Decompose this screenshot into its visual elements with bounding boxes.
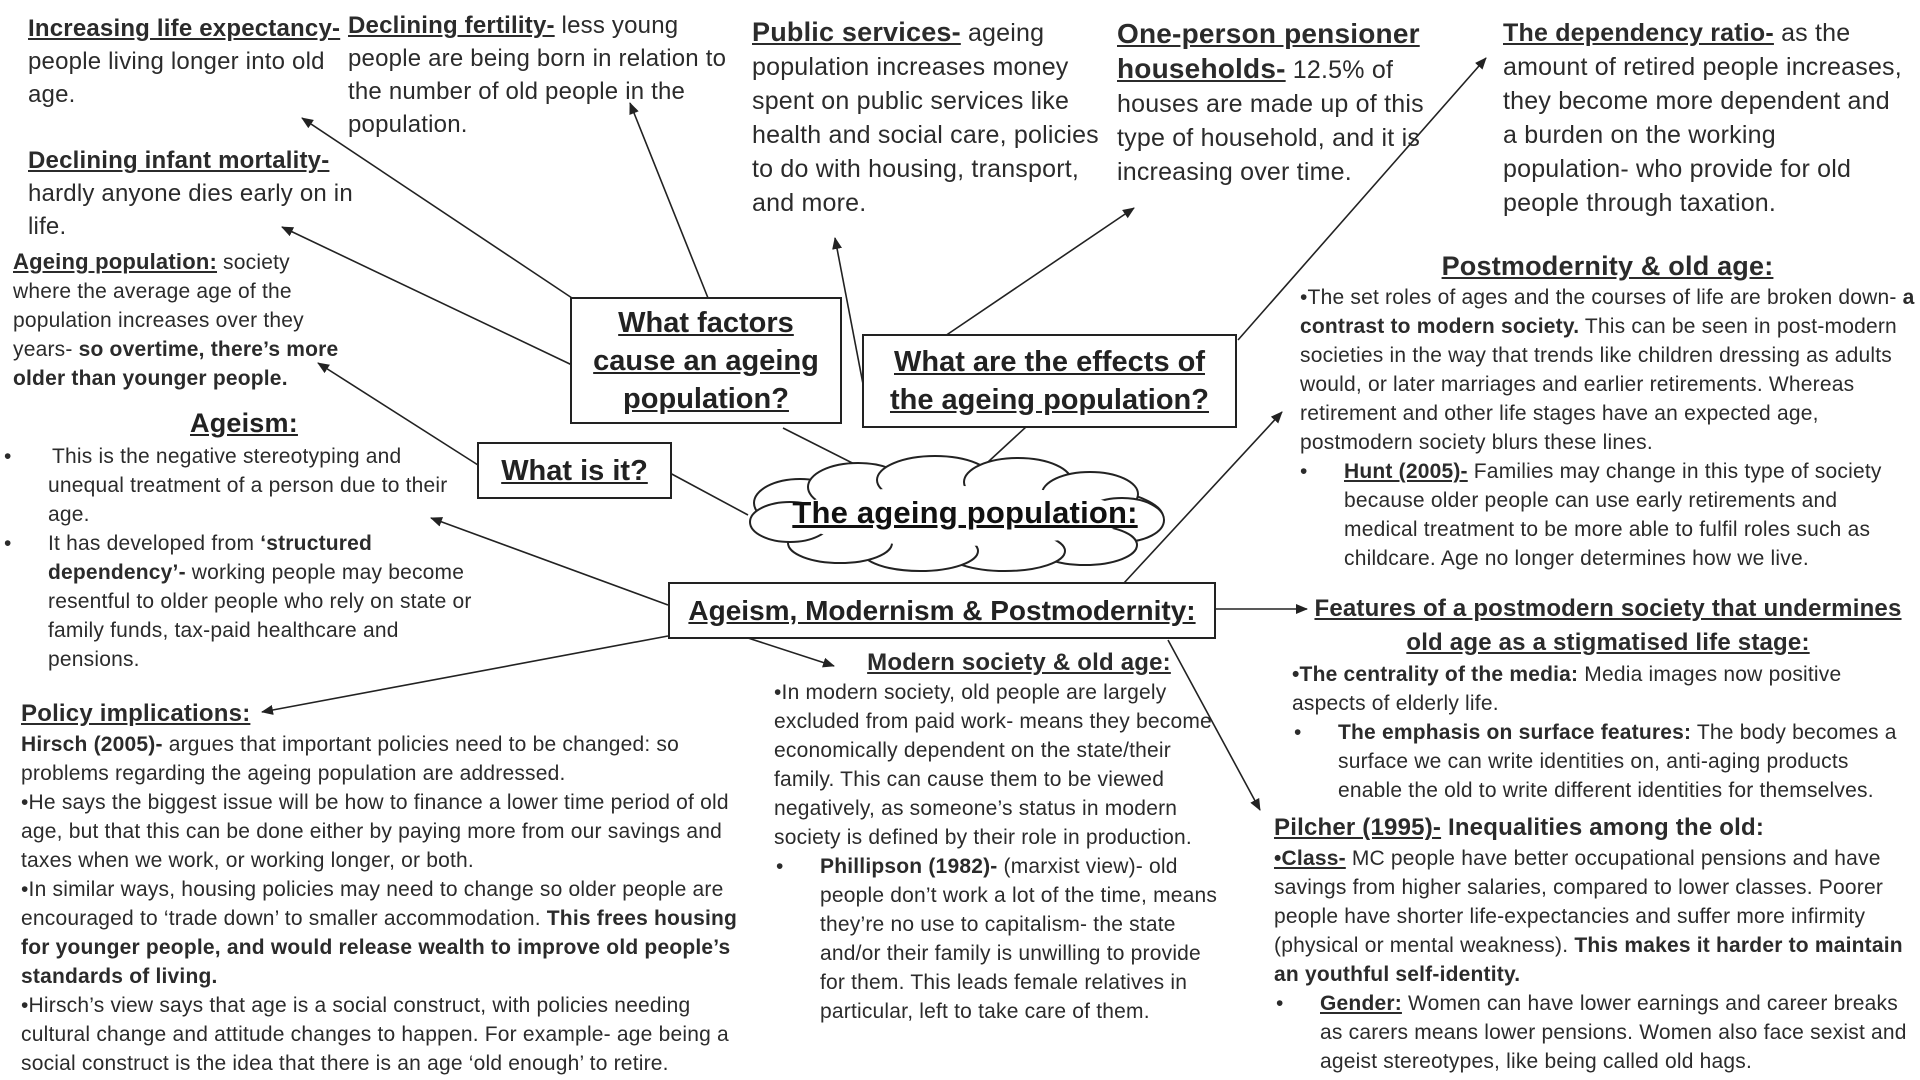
pilcher-class: •Class- MC people have better occupation… bbox=[1274, 844, 1914, 989]
factors-box: What factors cause an ageing population? bbox=[570, 297, 842, 424]
phillipson-name: Phillipson (1982)- bbox=[820, 855, 998, 878]
pilcher-class-bold: This makes it harder to maintain an yout… bbox=[1274, 934, 1903, 986]
phillipson-item: Phillipson (1982)- (marxist view)- old p… bbox=[776, 852, 1224, 1026]
ageing-population-text: society where the average age of the pop… bbox=[13, 251, 304, 361]
fertility-text: less young people are being born in rela… bbox=[348, 12, 727, 138]
modern-p1: •In modern society, old people are large… bbox=[774, 681, 1212, 849]
pilcher-class-text: MC people have better occupational pensi… bbox=[1274, 847, 1884, 957]
ageism-item-1-text: This is the negative stereotyping and un… bbox=[48, 445, 448, 526]
pensioner-households-heading: One-person pensioner households- bbox=[1117, 18, 1420, 84]
arrow-to-modern bbox=[747, 637, 835, 668]
ageing-population-bold: so overtime, there’s more older than you… bbox=[13, 338, 339, 390]
arrow-to-policy bbox=[261, 635, 669, 715]
postmodern-title: Postmodernity & old age: bbox=[1441, 251, 1774, 281]
arrow-to-public-services bbox=[832, 237, 864, 385]
hirsch-text: argues that important policies need to b… bbox=[21, 733, 679, 785]
postmodern-p1: •The set roles of ages and the courses o… bbox=[1300, 283, 1915, 457]
infant-mortality-block: Declining infant mortality- hardly anyon… bbox=[28, 144, 358, 243]
public-services-heading: Public services- bbox=[752, 17, 961, 47]
infant-mortality-heading: Declining infant mortality- bbox=[28, 147, 330, 174]
ageing-population-block: Ageing population: society where the ave… bbox=[13, 247, 343, 393]
public-services-text: ageing population increases money spent … bbox=[752, 19, 1099, 217]
pensioner-households-block: One-person pensioner households- 12.5% o… bbox=[1117, 17, 1437, 189]
pilcher-gender-text: Women can have lower earnings and career… bbox=[1320, 992, 1907, 1073]
hunt-item: Hunt (2005)- Families may change in this… bbox=[1300, 457, 1915, 573]
fertility-block: Declining fertility- less young people a… bbox=[348, 9, 746, 141]
life-expectancy-block: Increasing life expectancy- people livin… bbox=[28, 12, 358, 111]
policy-block: Policy implications: Hirsch (2005)- argu… bbox=[21, 698, 761, 1078]
arrow-to-pensioner-households bbox=[944, 207, 1135, 337]
policy-title: Policy implications: bbox=[21, 700, 251, 727]
infant-mortality-text: hardly anyone dies early on in life. bbox=[28, 180, 353, 240]
ageism-title: Ageism: bbox=[190, 408, 298, 438]
hunt-name: Hunt (2005)- bbox=[1344, 460, 1468, 483]
ageism-item-2: It has developed from ‘structured depend… bbox=[4, 529, 478, 674]
postmodern-p1-post: This can be seen in post-modern societie… bbox=[1300, 315, 1897, 454]
features-surface-bold: The emphasis on surface features: bbox=[1338, 721, 1692, 744]
what-is-it-box: What is it? bbox=[477, 442, 672, 499]
dependency-ratio-text: as the amount of retired people increase… bbox=[1503, 19, 1902, 217]
line-cloud-whatisit bbox=[667, 471, 749, 516]
policy-p3-pre: •In similar ways, housing policies may n… bbox=[21, 878, 724, 930]
arrow-to-life-expectancy bbox=[301, 117, 576, 301]
pensioner-households-text: 12.5% of houses are made up of this type… bbox=[1117, 56, 1424, 186]
ageism-item-2-pre: It has developed from bbox=[48, 532, 261, 555]
features-surface-text: The body becomes a surface we can write … bbox=[1338, 721, 1897, 802]
ageism-modernism-box: Ageism, Modernism & Postmodernity: bbox=[668, 582, 1216, 639]
effects-box: What are the effects of the ageing popul… bbox=[862, 334, 1237, 428]
public-services-block: Public services- ageing population incre… bbox=[752, 15, 1100, 220]
ageism-item-2-bold: ‘structured dependency’- bbox=[48, 532, 373, 584]
center-title: The ageing population: bbox=[792, 495, 1138, 530]
features-title: Features of a postmodern society that un… bbox=[1314, 595, 1902, 656]
ageism-item-2-post: working people may become resentful to o… bbox=[48, 561, 472, 671]
postmodern-p1-bold: a contrast to modern society. bbox=[1300, 286, 1915, 338]
modern-title: Modern society & old age: bbox=[867, 649, 1171, 676]
ageism-item-1: This is the negative stereotyping and un… bbox=[4, 442, 478, 529]
hunt-text: Families may change in this type of soci… bbox=[1344, 460, 1882, 570]
policy-p4: •Hirsch’s view says that age is a social… bbox=[21, 994, 729, 1075]
pilcher-heading: Pilcher (1995)- Inequalities among the o… bbox=[1274, 812, 1914, 844]
policy-p3: •In similar ways, housing policies may n… bbox=[21, 875, 761, 991]
arrow-to-postmodern bbox=[1123, 411, 1283, 584]
modern-block: Modern society & old age: •In modern soc… bbox=[774, 648, 1224, 1026]
ageism-list: This is the negative stereotyping and un… bbox=[4, 442, 478, 674]
postmodern-p1-pre: •The set roles of ages and the courses o… bbox=[1300, 286, 1903, 309]
pilcher-block: Pilcher (1995)- Inequalities among the o… bbox=[1274, 812, 1914, 1076]
features-media-text: Media images now positive aspects of eld… bbox=[1292, 663, 1842, 715]
life-expectancy-text: people living longer into old age. bbox=[28, 48, 325, 108]
arrow-to-dependency-ratio bbox=[1237, 57, 1487, 341]
features-surface-item: The emphasis on surface features: The bo… bbox=[1294, 718, 1914, 805]
features-block: Features of a postmodern society that un… bbox=[1292, 592, 1914, 805]
features-media: •The centrality of the media: Media imag… bbox=[1292, 660, 1914, 718]
pilcher-class-label: •Class- bbox=[1274, 847, 1346, 870]
features-media-bold: •The centrality of the media: bbox=[1292, 663, 1579, 686]
postmodern-block: Postmodernity & old age: •The set roles … bbox=[1300, 249, 1915, 573]
arrow-to-infant-mortality bbox=[281, 226, 573, 366]
pilcher-gender-label: Gender: bbox=[1320, 992, 1402, 1015]
policy-p3-bold: This frees housing for younger people, a… bbox=[21, 907, 738, 988]
phillipson-text: (marxist view)- old people don’t work a … bbox=[820, 855, 1218, 1023]
life-expectancy-heading: Increasing life expectancy- bbox=[28, 15, 341, 42]
dependency-ratio-heading: The dependency ratio- bbox=[1503, 19, 1774, 47]
arrow-to-pilcher bbox=[1167, 639, 1261, 811]
arrow-to-fertility bbox=[629, 102, 709, 299]
policy-p1: Hirsch (2005)- argues that important pol… bbox=[21, 730, 761, 788]
hirsch-name: Hirsch (2005)- bbox=[21, 733, 163, 756]
policy-p2: •He says the biggest issue will be how t… bbox=[21, 791, 729, 872]
dependency-ratio-block: The dependency ratio- as the amount of r… bbox=[1503, 16, 1908, 220]
ageing-population-heading: Ageing population: bbox=[13, 249, 218, 274]
fertility-heading: Declining fertility- bbox=[348, 12, 555, 39]
pilcher-gender-item: Gender: Women can have lower earnings an… bbox=[1276, 989, 1914, 1076]
pilcher-name: Pilcher (1995)- bbox=[1274, 814, 1442, 841]
pilcher-title: Inequalities among the old: bbox=[1441, 814, 1765, 841]
